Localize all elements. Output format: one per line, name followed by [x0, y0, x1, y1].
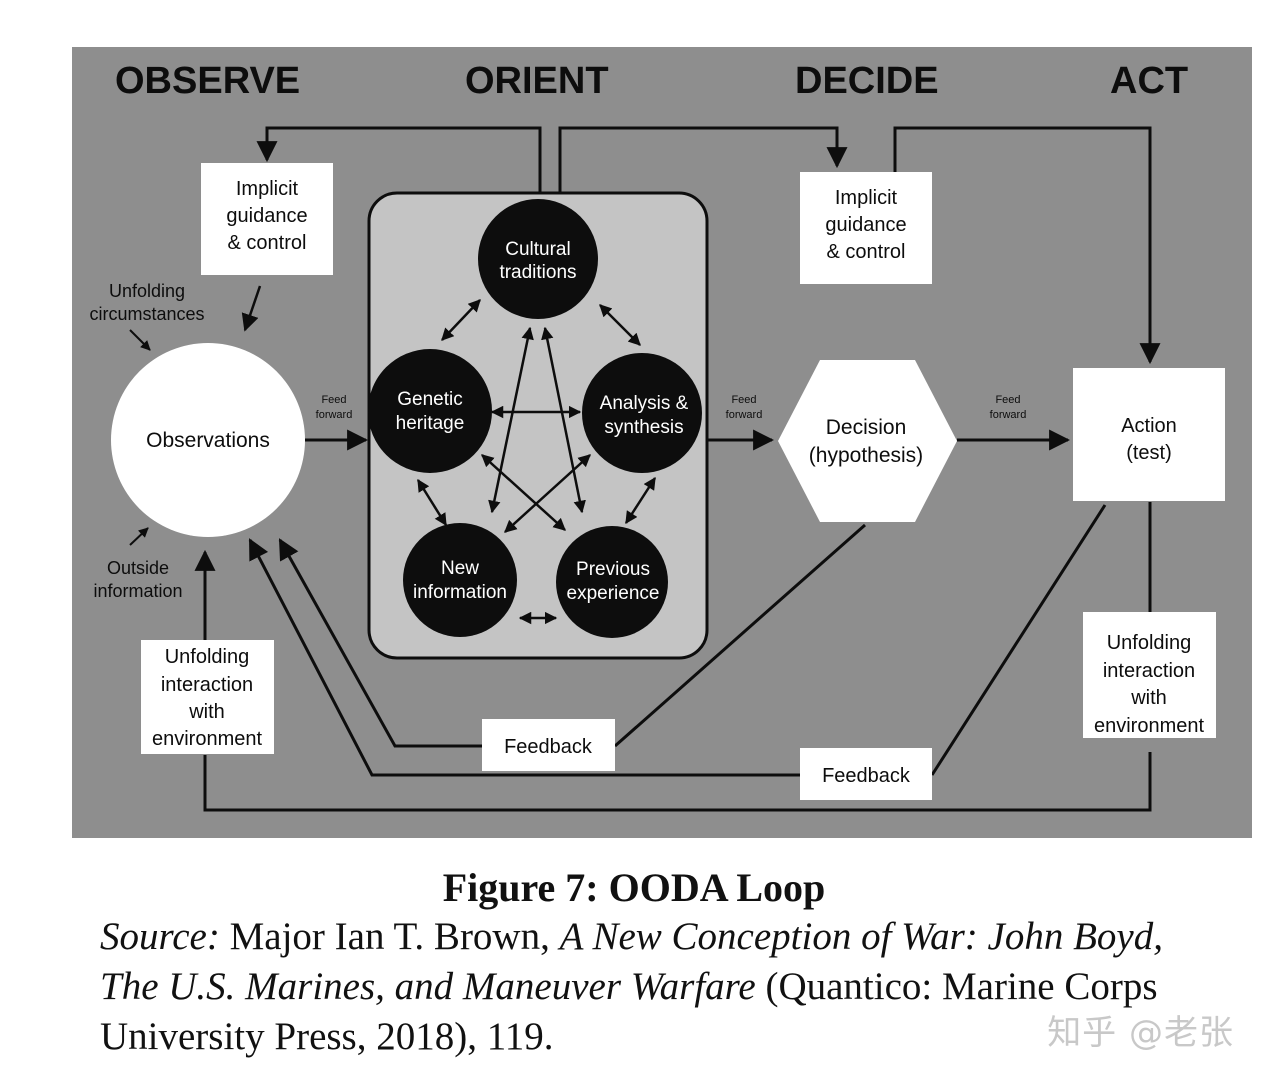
outside-information-line-1: Outside	[107, 558, 169, 578]
unfolding-circumstances-line-1: Unfolding	[109, 281, 185, 301]
feed-forward-3-line-1: Feed	[995, 394, 1020, 406]
figure-source: Source: Major Ian T. Brown, A New Concep…	[100, 912, 1220, 1062]
implicit-right-line-1: Implicit	[835, 187, 898, 209]
node-new-information	[403, 523, 517, 637]
node-cultural-label-2: traditions	[499, 262, 576, 283]
feed-forward-3-line-2: forward	[990, 409, 1027, 421]
outside-information-arrow	[129, 527, 149, 546]
unfolding-circumstances-arrow	[129, 329, 151, 351]
action-label-2: (test)	[1126, 442, 1172, 464]
phase-orient: ORIENT	[465, 60, 609, 102]
decision-label-2: (hypothesis)	[809, 444, 923, 467]
implicit-right-line-2: guidance	[825, 214, 906, 236]
implicit-right-line-3: & control	[827, 241, 906, 263]
phase-act: ACT	[1110, 60, 1188, 102]
node-analysis-label-2: synthesis	[604, 417, 683, 438]
unfolding-circumstances-line-2: circumstances	[89, 304, 204, 324]
unfolding-left-line-2: interaction	[161, 674, 253, 696]
unfolding-right-line-3: with	[1130, 687, 1167, 709]
feed-forward-2-line-2: forward	[726, 409, 763, 421]
unfolding-left-line-3: with	[188, 701, 225, 723]
unfolding-right-line-2: interaction	[1103, 660, 1195, 682]
action-box	[1073, 368, 1225, 501]
feed-forward-2-line-1: Feed	[731, 394, 756, 406]
feed-forward-1-line-2: forward	[316, 409, 353, 421]
outside-information-line-2: information	[93, 581, 182, 601]
action-unfolding-loop	[205, 502, 1152, 812]
orient-to-implicit-left	[256, 126, 542, 192]
observations-label: Observations	[146, 429, 270, 452]
analysis-previous-arrow	[624, 476, 657, 525]
unfolding-left-line-4: environment	[152, 728, 263, 750]
unfolding-interaction-left-box	[141, 640, 274, 754]
implicit-right-to-action	[893, 126, 1161, 365]
node-analysis-label-1: Analysis &	[600, 393, 689, 414]
decision-feedback-path	[280, 525, 866, 748]
implicit-guidance-left-box	[201, 163, 333, 275]
decision-hexagon	[778, 360, 957, 522]
node-newinfo-label-1: New	[441, 558, 479, 579]
decision-label-1: Decision	[826, 416, 907, 439]
genetic-newinfo-arrow	[416, 478, 448, 527]
unfolding-right-line-1: Unfolding	[1107, 632, 1192, 654]
analysis-newinfo-arrow	[504, 454, 591, 533]
action-label-1: Action	[1121, 415, 1177, 437]
feedback-upper-box	[482, 719, 615, 771]
feed-forward-1-line-1: Feed	[321, 394, 346, 406]
phase-decide: DECIDE	[795, 60, 939, 102]
node-cultural-traditions	[478, 199, 598, 319]
node-cultural-label-1: Cultural	[505, 239, 570, 260]
source-label: Source:	[100, 915, 220, 958]
ooda-diagram: OBSERVE ORIENT DECIDE ACT	[72, 47, 1252, 838]
orient-to-implicit-right	[558, 126, 848, 192]
implicit-guidance-right-box	[800, 172, 932, 284]
watermark: 知乎 @老张	[1047, 1013, 1234, 1053]
implicit-left-line-1: Implicit	[236, 178, 299, 200]
node-previous-label-1: Previous	[576, 559, 650, 580]
unfolding-left-line-1: Unfolding	[165, 646, 250, 668]
implicit-left-line-3: & control	[228, 232, 307, 254]
source-author: Major Ian T. Brown,	[219, 915, 560, 958]
node-genetic-heritage	[368, 349, 492, 473]
node-previous-experience	[556, 526, 668, 638]
node-newinfo-label-2: information	[413, 582, 507, 603]
source-book-title: A New Conception of War: John Boyd, The …	[100, 915, 1163, 1008]
implicit-left-line-2: guidance	[226, 205, 307, 227]
node-previous-label-2: experience	[567, 583, 660, 604]
feedback-lower-label: Feedback	[822, 765, 911, 787]
cultural-genetic-arrow	[441, 299, 481, 341]
phase-observe: OBSERVE	[115, 60, 300, 102]
implicit-left-to-observations-arrow	[241, 285, 262, 332]
cultural-analysis-arrow	[599, 304, 641, 346]
unfolding-right-line-4: environment	[1094, 715, 1205, 737]
unfolding-interaction-right-box	[1083, 612, 1216, 738]
source-publisher: (Quantico: Marine Corps University Press…	[100, 965, 1158, 1058]
node-genetic-label-1: Genetic	[397, 389, 462, 410]
feedback-lower-box	[800, 748, 932, 800]
action-feedback-path	[250, 504, 1107, 777]
node-genetic-label-2: heritage	[396, 413, 465, 434]
figure-title: Figure 7: OODA Loop	[442, 865, 826, 910]
node-analysis-synthesis	[582, 353, 702, 473]
feedback-upper-label: Feedback	[504, 736, 593, 758]
observations-circle	[111, 343, 305, 537]
